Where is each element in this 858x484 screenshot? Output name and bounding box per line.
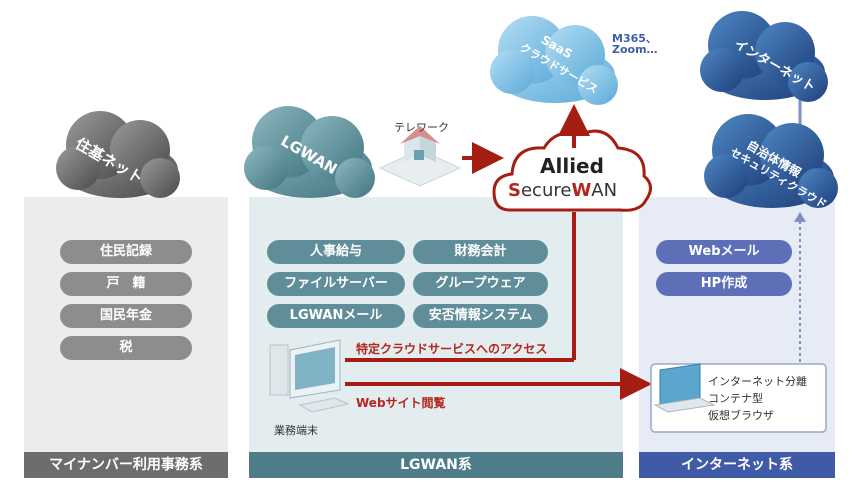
internet-footer: インターネット系 [639,452,835,478]
browser-label-1: インターネット分離 [708,375,807,388]
mynumber-item: 戸 籍 [60,272,192,296]
lgwan-item: グループウェア [413,272,548,296]
cloud-access-label: 特定クラウドサービスへのアクセス [356,342,548,356]
security-cloud-shape [704,114,838,208]
mynumber-footer: マイナンバー利用事務系 [24,452,228,478]
browser-label-3: 仮想ブラウザ [708,409,774,422]
telework-label: テレワーク [394,121,449,134]
web-browsing-label: Webサイト閲覧 [356,396,446,410]
allied-subtitle: SecureWAN [508,180,617,201]
lgwan-item: ファイルサーバー [267,272,405,296]
terminal-label: 業務端末 [274,424,318,437]
saas-cloud-shape [490,16,618,105]
business-terminal-illustration [269,339,350,413]
lgwan-item: LGWANメール [267,304,405,328]
telework-house-illustration [378,126,462,187]
lgwan-footer: LGWAN系 [249,452,623,478]
mynumber-item: 税 [60,336,192,360]
internet-item: Webメール [656,240,792,264]
allied-w: W [571,180,592,201]
internet-item: HP作成 [656,272,792,296]
saas-note-1: M365、 [612,32,657,45]
juki-cloud-shape [56,111,180,198]
laptop-illustration [653,363,716,413]
mynumber-item: 住民記録 [60,240,192,264]
allied-an: AN [591,180,618,201]
allied-title: Allied [540,154,604,178]
saas-note-2: Zoom… [612,43,658,56]
lgwan-item: 安否情報システム [413,304,548,328]
allied-ecure: ecure [520,180,572,201]
internet-cloud-shape [700,11,828,102]
browser-label-2: コンテナ型 [708,392,763,405]
lgwan-item: 財務会計 [413,240,548,264]
lgwan-cloud-shape [244,106,375,198]
allied-s: S [508,180,521,201]
lgwan-item: 人事給与 [267,240,405,264]
mynumber-item: 国民年金 [60,304,192,328]
